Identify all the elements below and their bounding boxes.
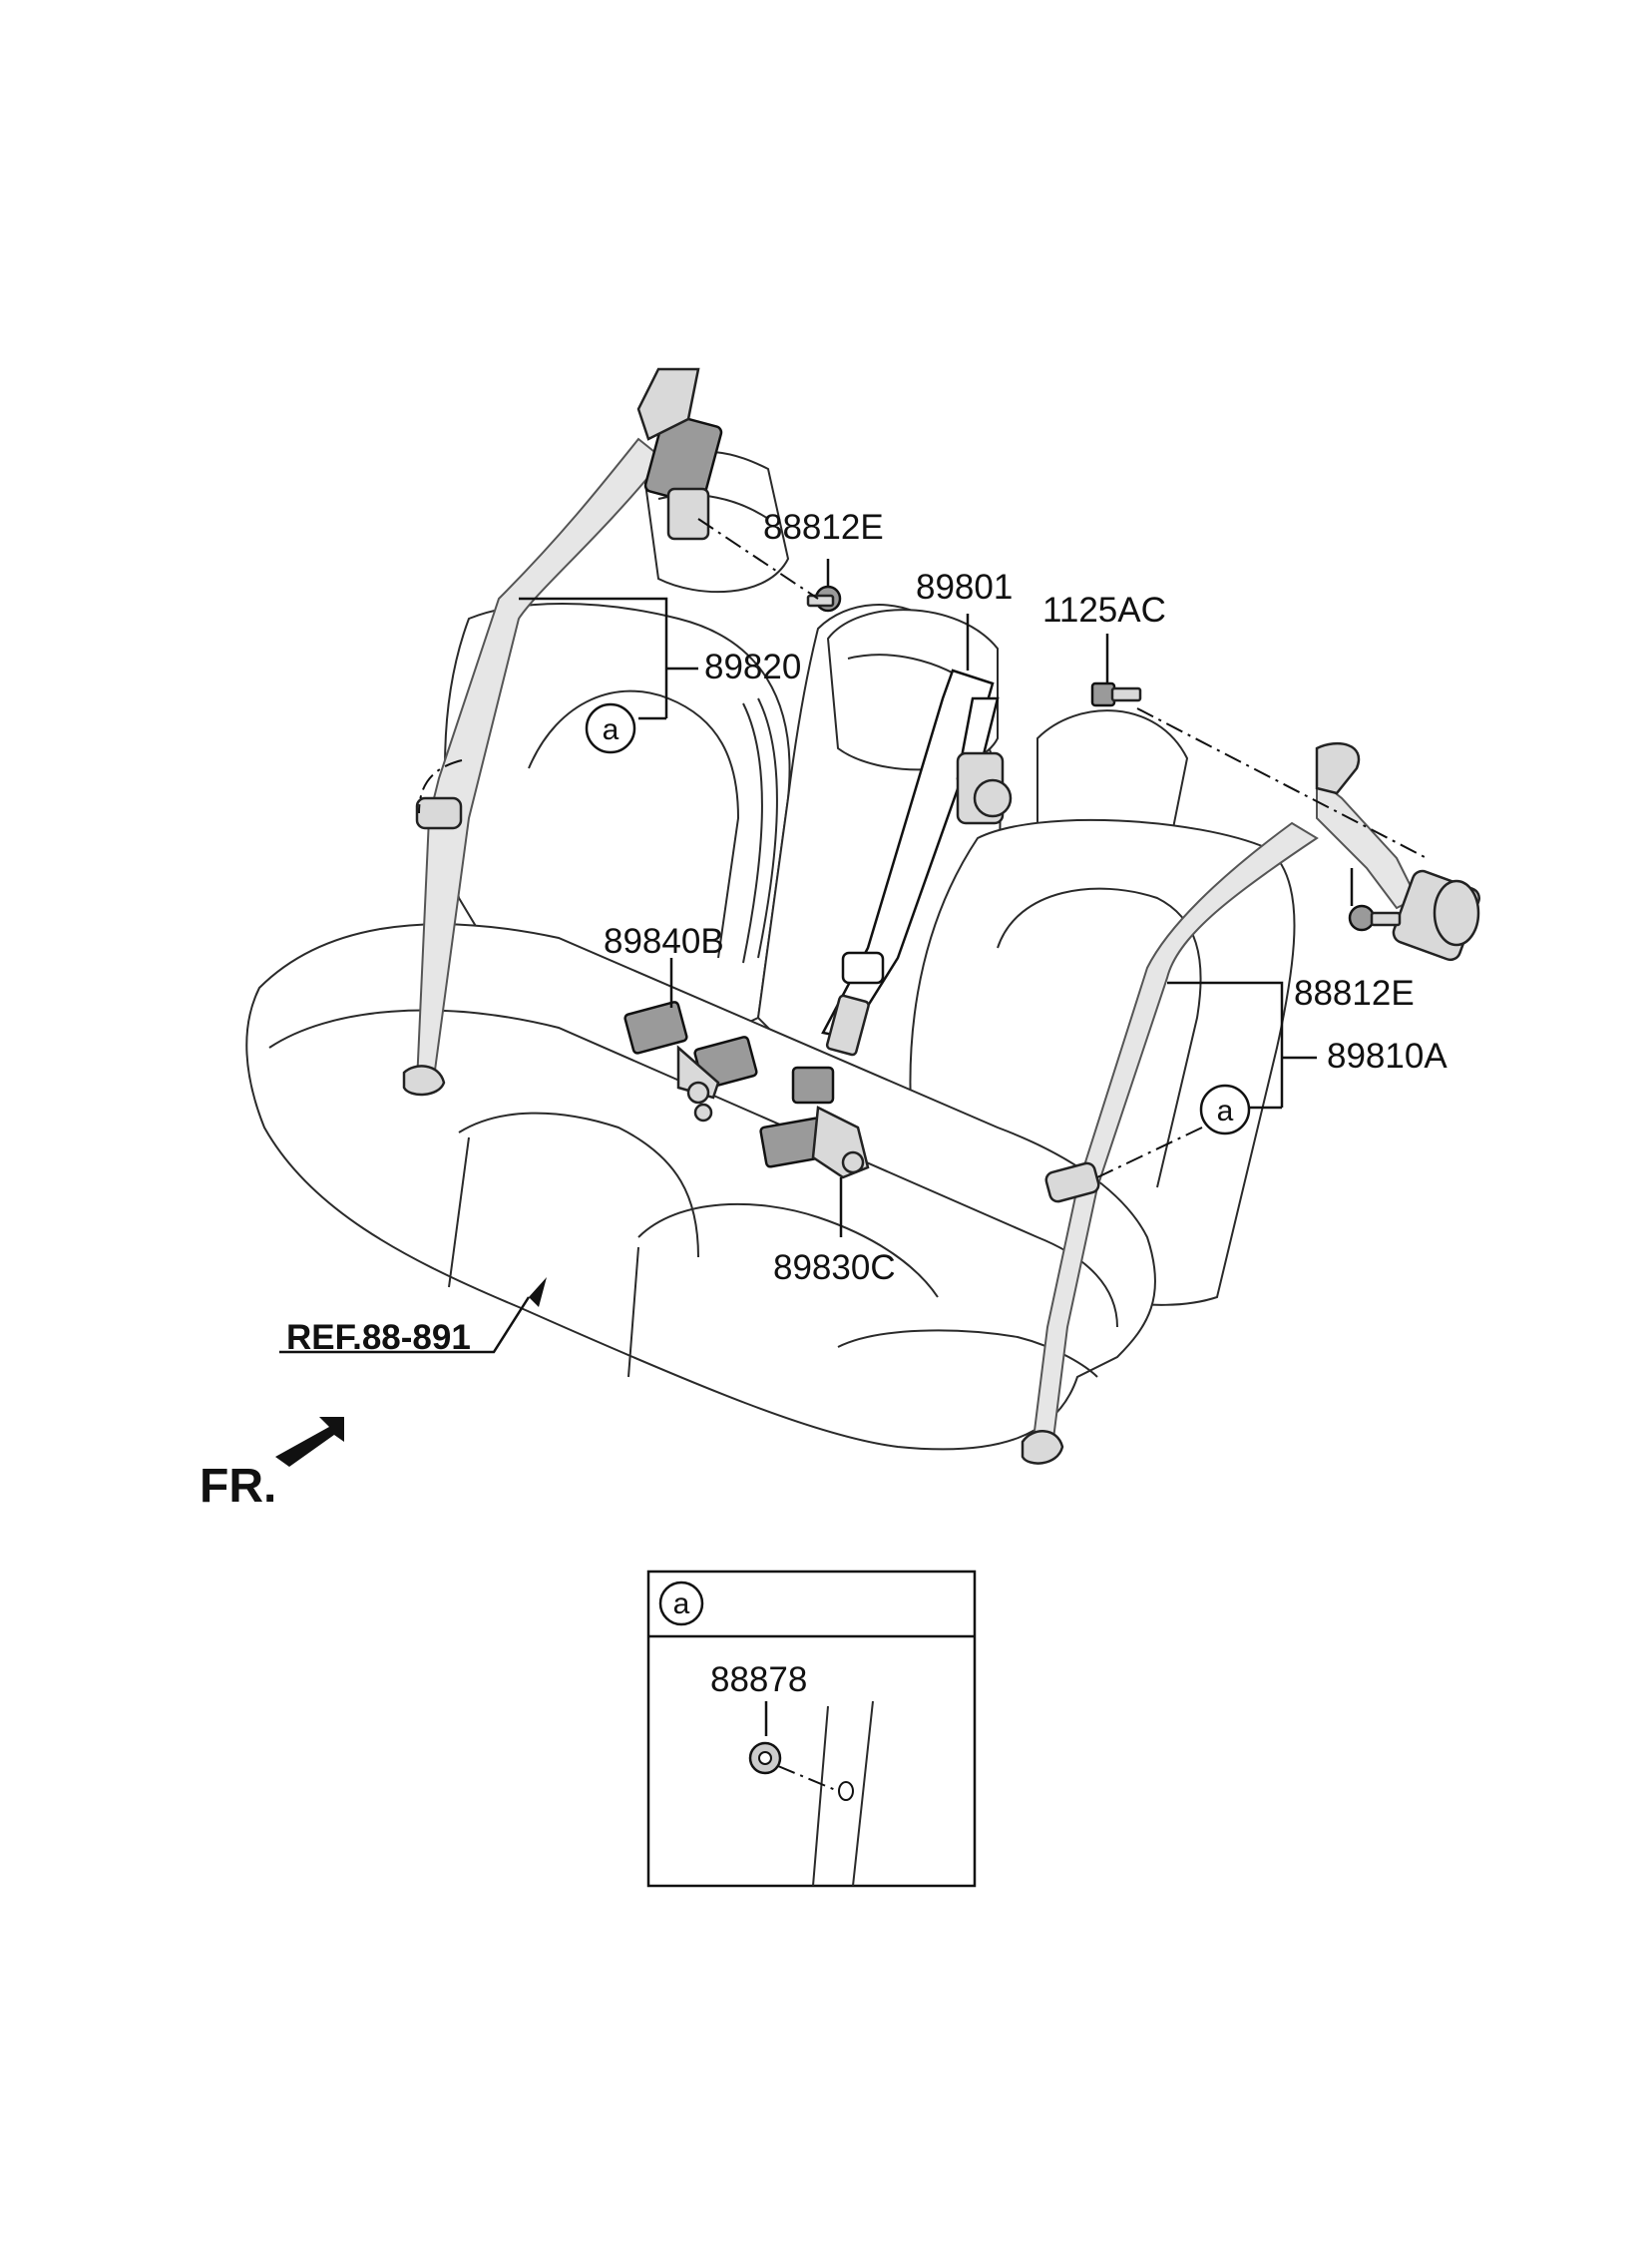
buckle-89840B [623, 1001, 758, 1123]
buckle-89830C [759, 1066, 870, 1179]
callout-88812E-right: 88812E [1294, 974, 1415, 1013]
rear-seat-outline [245, 450, 1296, 1451]
svg-text:a: a [673, 1587, 690, 1620]
detail-marker-left: a [585, 702, 636, 754]
callout-89801: 89801 [916, 568, 1013, 607]
reference-link[interactable]: REF.88-891 [286, 1318, 471, 1357]
detail-marker-right: a [1199, 1084, 1251, 1135]
svg-text:a: a [1217, 1095, 1234, 1128]
callout-89810A: 89810A [1327, 1037, 1447, 1076]
bolt-1125AC [1090, 681, 1142, 707]
bolt-88812E-top [806, 585, 842, 613]
front-direction-arrow-icon [275, 1417, 344, 1467]
svg-text:a: a [603, 713, 620, 746]
callout-89840B: 89840B [604, 922, 724, 961]
detail-box-a: a 88878 [646, 1570, 977, 1888]
callout-88878: 88878 [710, 1660, 807, 1699]
callout-89820: 89820 [704, 648, 801, 686]
callout-89830C: 89830C [773, 1248, 896, 1287]
bolt-88812E-right [1348, 904, 1402, 932]
callout-1125AC: 1125AC [1042, 591, 1166, 630]
callout-88812E-top: 88812E [763, 508, 884, 547]
front-direction-label: FR. [200, 1460, 276, 1513]
left-rear-belt-89820 [402, 367, 723, 1097]
center-belt-89801 [821, 669, 1013, 1057]
right-rear-belt-89810A [1021, 741, 1480, 1465]
